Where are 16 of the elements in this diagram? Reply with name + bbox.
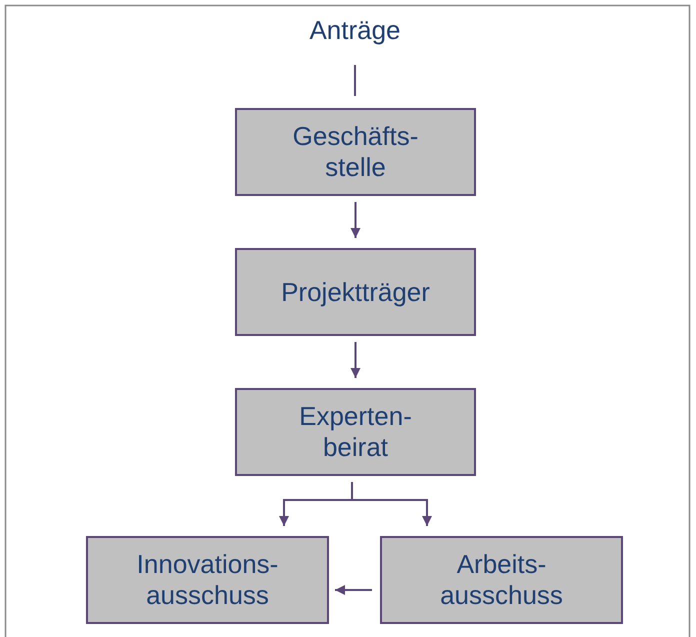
box-label: Experten- beirat [298,401,413,463]
process-box [380,536,623,624]
arrow [350,202,360,238]
arrow [335,585,372,595]
box-label: Innovations- ausschuss [136,549,280,611]
box-label: Arbeits- ausschuss [439,549,564,611]
process-box [86,536,329,624]
process-box [235,108,476,196]
box-label: Geschäfts- stelle [292,121,420,183]
input-label: Anträge [275,10,435,50]
process-box [235,248,476,336]
process-box [235,388,476,476]
arrow [351,482,432,526]
connector-line [354,65,356,96]
box-label: Projektträger [281,276,430,308]
arrow [350,342,360,378]
